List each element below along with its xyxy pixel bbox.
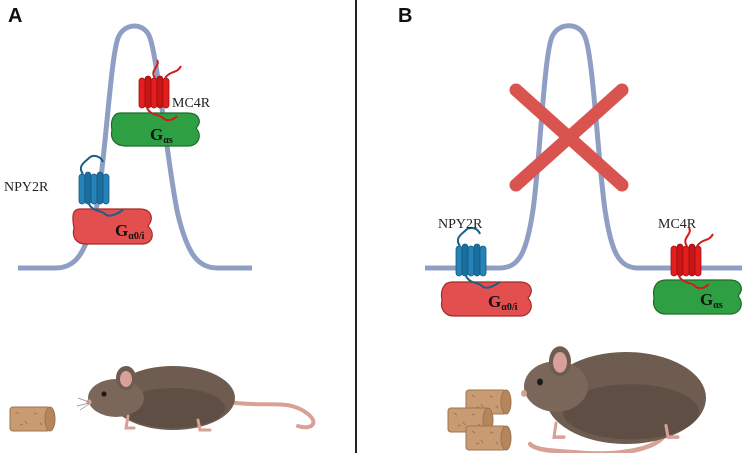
panel-a-npy2r-label: NPY2R: [4, 180, 49, 195]
panel-b-gai-label: Gα0/i: [488, 292, 518, 313]
panel-b-gas-protein: [652, 279, 742, 315]
panel-b-mouse-icon: [521, 346, 706, 453]
panel-b-gai-protein: [440, 281, 532, 317]
panel-a-gai-label: Gα0/i: [115, 221, 145, 242]
panel-a-letter: A: [8, 5, 22, 27]
panel-b-mc4r-receptor-icon: [670, 227, 714, 290]
panel-b-mc4r-complex: MC4R Gαs: [652, 217, 742, 315]
panel-a-mc4r-complex: MC4R Gαs: [110, 59, 211, 147]
panel-b-npy2r-complex: NPY2R Gα0/i: [438, 217, 532, 317]
panel-b-activity-curve: [425, 23, 742, 271]
panel-a-mc4r-label: MC4R: [172, 96, 211, 111]
panel-a-gai-protein: [72, 208, 153, 245]
panel-b-mc4r-label: MC4R: [658, 217, 697, 232]
panel-a-gas-protein: [110, 112, 200, 147]
panel-a-mouse-icon: [75, 364, 316, 432]
panel-b-gas-label: Gαs: [700, 290, 723, 311]
panel-b-npy2r-label: NPY2R: [438, 217, 483, 232]
panel-a-food-pellet-icon: [9, 406, 56, 432]
panel-a-gas-label: Gαs: [150, 125, 173, 146]
prohibition-cross-icon: [509, 83, 629, 192]
panel-b-food-pellets-icon: [447, 389, 512, 451]
panel-a-npy2r-complex: NPY2R Gα0/i: [4, 154, 153, 245]
panel-b-letter: B: [398, 5, 412, 27]
panel-b-npy2r-receptor-icon: [455, 226, 501, 289]
